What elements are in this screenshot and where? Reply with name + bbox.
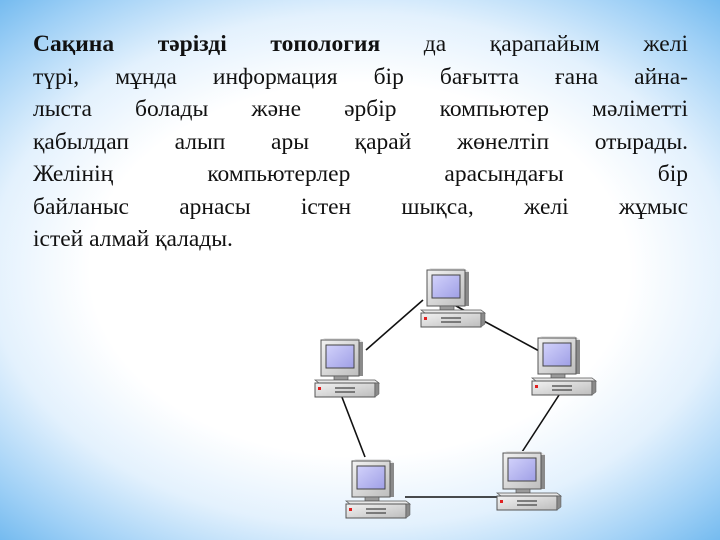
- computer-4: [346, 459, 410, 518]
- computer-1: [421, 268, 485, 327]
- computer-2: [532, 336, 596, 395]
- link-4-5: [340, 392, 365, 457]
- computer-3: [497, 451, 561, 510]
- link-5-1: [366, 300, 423, 350]
- link-2-3: [522, 392, 561, 452]
